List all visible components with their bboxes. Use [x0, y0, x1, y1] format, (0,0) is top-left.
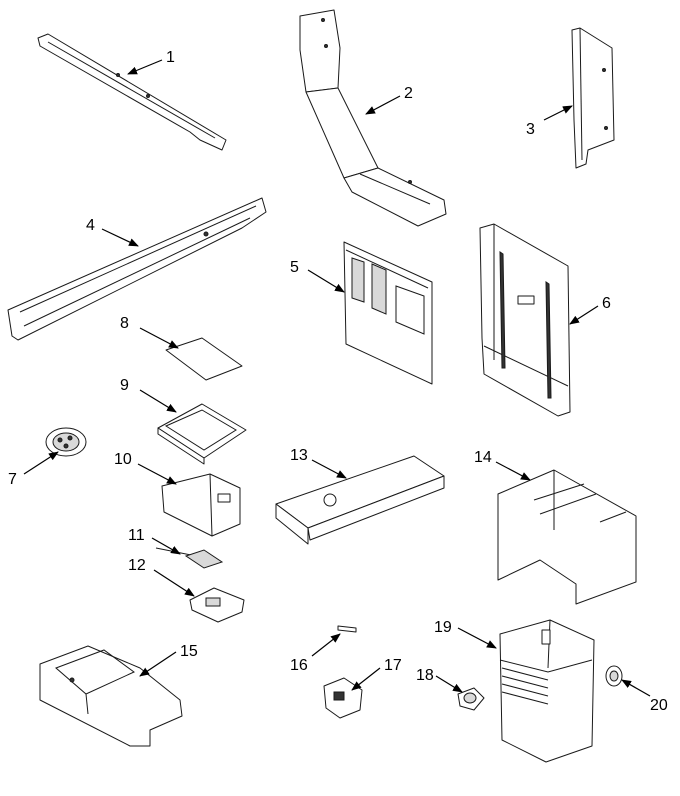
part-20-sensor [605, 665, 623, 687]
callout-14: 14 [474, 449, 492, 466]
part-6-panel [479, 223, 571, 417]
callout-9: 9 [120, 377, 129, 394]
callout-7: 7 [8, 471, 17, 488]
callout-12: 12 [128, 557, 146, 574]
callout-18: 18 [416, 667, 434, 684]
part-19-magnetron [499, 619, 595, 763]
callout-13: 13 [290, 447, 308, 464]
callout-20: 20 [650, 697, 668, 714]
part-7-connector [45, 427, 87, 457]
part-12-bracket [189, 587, 245, 623]
callout-17: 17 [384, 657, 402, 674]
callout-6: 6 [602, 295, 611, 312]
callout-8: 8 [120, 315, 129, 332]
part-8-sheet [165, 337, 243, 381]
callout-11: 11 [128, 527, 145, 544]
callout-19: 19 [434, 619, 452, 636]
part-3-panel [571, 27, 615, 169]
callout-5: 5 [290, 259, 299, 276]
part-14-frame [497, 469, 637, 605]
callout-15: 15 [180, 643, 198, 660]
callout-1: 1 [166, 49, 175, 66]
callout-3: 3 [526, 121, 535, 138]
part-11-card [155, 547, 224, 569]
part-13-cover [275, 455, 445, 545]
part-1-rail [37, 33, 227, 151]
callout-16: 16 [290, 657, 308, 674]
part-18-cap [457, 687, 485, 711]
callout-2: 2 [404, 85, 413, 102]
part-16-pin [337, 625, 357, 633]
callout-4: 4 [86, 217, 95, 234]
callout-10: 10 [114, 451, 132, 468]
part-9-tray [157, 403, 247, 465]
callout-labels: 1 2 3 4 5 6 7 8 9 10 11 12 13 14 15 16 1… [8, 49, 668, 714]
part-17-switch [323, 677, 363, 719]
part-2-bracket [299, 9, 447, 227]
part-5-panel [343, 241, 433, 385]
leader-lines [23, 59, 651, 697]
part-4-channel [7, 197, 267, 341]
part-10-box [161, 473, 241, 537]
part-15-base [39, 645, 183, 747]
